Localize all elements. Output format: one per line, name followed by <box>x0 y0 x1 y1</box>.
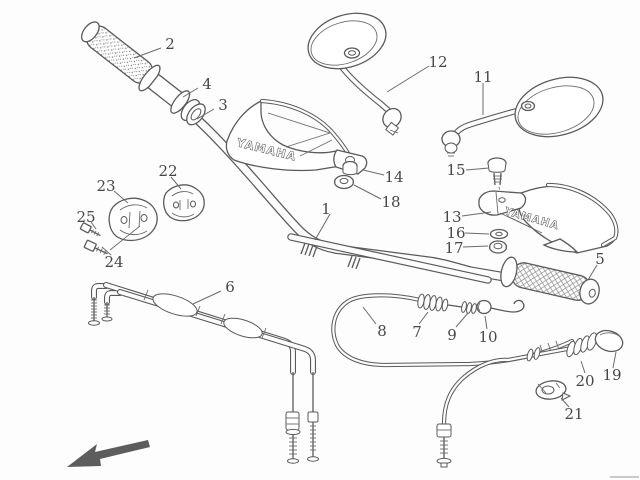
part-21-cable-clamp <box>535 380 572 401</box>
part-19-cable-end-cap <box>594 329 624 353</box>
part-20-cable-adjuster-assembly <box>436 332 598 468</box>
callout-number-22: 22 <box>158 162 177 180</box>
callout-leader-1 <box>314 213 331 241</box>
callout-leader-15 <box>465 167 490 171</box>
callout-leader-10 <box>484 315 488 330</box>
part-22-upper-clamp <box>163 184 205 222</box>
part-5-right-grip <box>500 256 600 305</box>
callout-leader-20 <box>580 360 586 374</box>
callout-leader-2 <box>133 47 162 59</box>
callout-number-18: 18 <box>381 193 400 211</box>
callout-leader-25 <box>90 221 97 230</box>
callout-number-12: 12 <box>428 53 447 71</box>
callout-number-14: 14 <box>384 168 403 186</box>
callout-leader-18 <box>353 184 382 200</box>
callout-leader-3 <box>196 108 215 120</box>
part-13-handguard-right: YAMAHA <box>478 182 619 254</box>
callout-leader-8 <box>362 306 377 325</box>
part-3-washer <box>180 98 206 126</box>
part-23-lower-clamp <box>108 197 158 242</box>
callout-number-10: 10 <box>478 328 497 346</box>
part-25-bolt <box>79 222 101 237</box>
callout-number-20: 20 <box>575 372 594 390</box>
callout-leader-7 <box>418 311 429 325</box>
callout-leader-12 <box>386 65 430 93</box>
callout-number-21: 21 <box>564 405 583 423</box>
part-24-bolt <box>83 225 141 255</box>
part-9-cable-ferrule <box>461 301 477 314</box>
callout-leader-22 <box>170 176 182 190</box>
part-14-bracket <box>342 160 358 176</box>
callout-number-16: 16 <box>446 224 465 242</box>
part-7-cable-adjuster <box>417 293 463 312</box>
part-11-mirror-right <box>441 76 604 157</box>
callout-number-13: 13 <box>442 208 461 226</box>
part-12-mirror-left <box>307 12 402 136</box>
callout-number-24: 24 <box>104 253 123 271</box>
callout-number-7: 7 <box>412 323 422 341</box>
callout-number-5: 5 <box>595 250 605 268</box>
callout-number-1: 1 <box>321 200 331 218</box>
part-17-nut <box>488 240 508 254</box>
callout-number-9: 9 <box>447 326 457 344</box>
part-16-washer <box>489 228 509 240</box>
part-6-cable-assembly <box>88 282 319 464</box>
part-15-bolt <box>487 157 507 197</box>
callout-number-23: 23 <box>96 177 115 195</box>
callout-leader-5 <box>587 264 598 281</box>
callout-number-3: 3 <box>218 96 228 114</box>
part-1-crossbar <box>287 233 492 284</box>
callout-number-4: 4 <box>202 75 212 93</box>
callout-leader-4 <box>182 87 199 98</box>
callout-leader-17 <box>462 245 489 248</box>
callout-number-8: 8 <box>377 322 387 340</box>
callout-number-19: 19 <box>602 366 621 384</box>
callout-leader-16 <box>464 232 490 235</box>
callout-leader-21 <box>560 397 570 408</box>
callout-number-25: 25 <box>76 208 95 226</box>
callout-leader-24 <box>101 246 112 256</box>
direction-arrow <box>67 440 150 467</box>
callout-leader-19 <box>612 351 617 369</box>
callout-leader-14 <box>362 169 385 176</box>
part-2-left-grip-assembly <box>80 21 206 126</box>
callout-number-6: 6 <box>225 278 235 296</box>
callout-number-2: 2 <box>165 35 175 53</box>
part-18-nut <box>333 174 355 190</box>
callout-number-15: 15 <box>446 161 465 179</box>
callout-leader-9 <box>455 312 469 328</box>
callout-number-11: 11 <box>473 68 492 86</box>
callout-leader-23 <box>113 190 129 204</box>
part-4-collar <box>147 73 191 114</box>
callout-leader-6 <box>192 290 222 305</box>
part-10-cable-end-bead <box>476 299 525 315</box>
callout-leader-13 <box>461 211 492 217</box>
callout-number-17: 17 <box>444 239 463 257</box>
